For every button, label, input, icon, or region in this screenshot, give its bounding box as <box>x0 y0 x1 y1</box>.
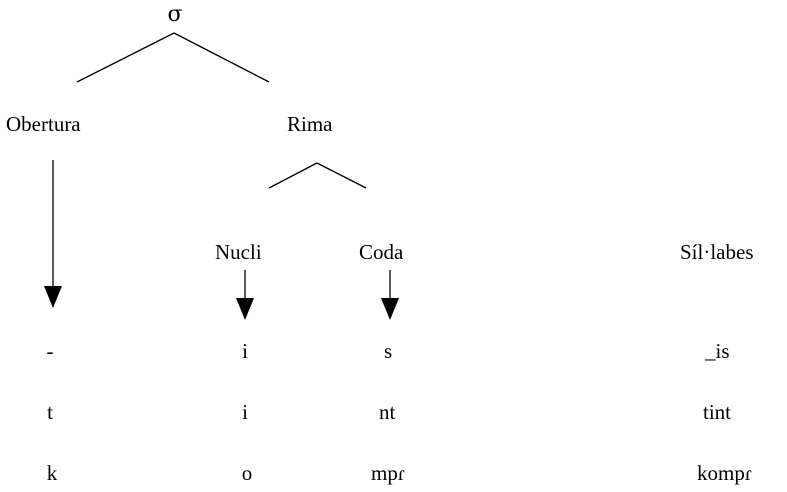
row-2-coda: nt <box>379 400 396 424</box>
row-1-nucleus: i <box>242 339 248 363</box>
rime-node: Rima <box>287 112 333 136</box>
coda-node: Coda <box>359 240 404 264</box>
row-3-coda: mpɾ <box>371 461 405 485</box>
branch-rime-coda <box>316 162 367 189</box>
onset-node: Obertura <box>6 112 81 136</box>
row-3-onset: k <box>46 461 58 485</box>
syllables-header: Síl·labes <box>680 240 754 264</box>
row-3-nucleus: o <box>241 461 253 485</box>
arrow-coda-head <box>381 298 399 320</box>
row-1-onset: - <box>46 339 54 363</box>
nucleus-node: Nucli <box>215 240 262 264</box>
arrow-nucleus-head <box>236 298 254 320</box>
row-2-onset: t <box>47 400 53 424</box>
branch-rime-nucleus <box>268 162 318 189</box>
row-2-nucleus: i <box>242 400 248 424</box>
arrow-onset-head <box>44 286 62 308</box>
row-2-syllable: tint <box>703 400 732 424</box>
row-1-syllable: _is <box>705 339 730 363</box>
row-1-coda: s <box>384 339 393 363</box>
sigma-node: σ <box>167 2 183 27</box>
branch-sigma-rime <box>173 32 270 83</box>
row-3-syllable: kompɾ <box>697 461 752 485</box>
branch-sigma-onset <box>76 32 175 83</box>
